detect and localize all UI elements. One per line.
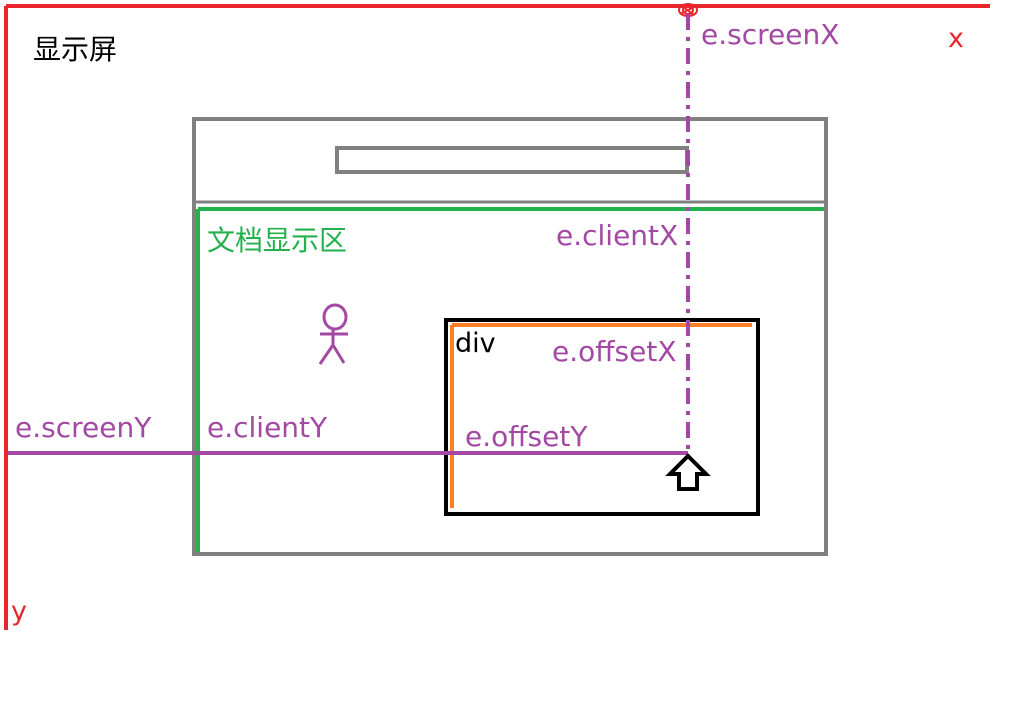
- up-arrow-cursor-icon: [665, 453, 711, 491]
- div-box: [444, 318, 760, 516]
- offset-x-label: e.offsetX: [552, 335, 677, 368]
- stick-figure-icon: [318, 303, 348, 365]
- screen-y-label: e.screenY: [15, 411, 152, 444]
- client-y-label: e.clientY: [207, 411, 328, 444]
- screen-label: 显示屏: [33, 33, 117, 66]
- browser-window: [192, 117, 828, 556]
- x-axis-label: x: [948, 23, 964, 54]
- address-bar: [335, 146, 689, 174]
- y-axis-label: y: [11, 596, 27, 627]
- div-label: div: [455, 328, 496, 359]
- offset-y-label: e.offsetY: [465, 420, 588, 453]
- screen-x-label: e.screenX: [701, 18, 839, 51]
- client-x-label: e.clientX: [556, 219, 678, 252]
- document-area-label: 文档显示区: [207, 224, 347, 257]
